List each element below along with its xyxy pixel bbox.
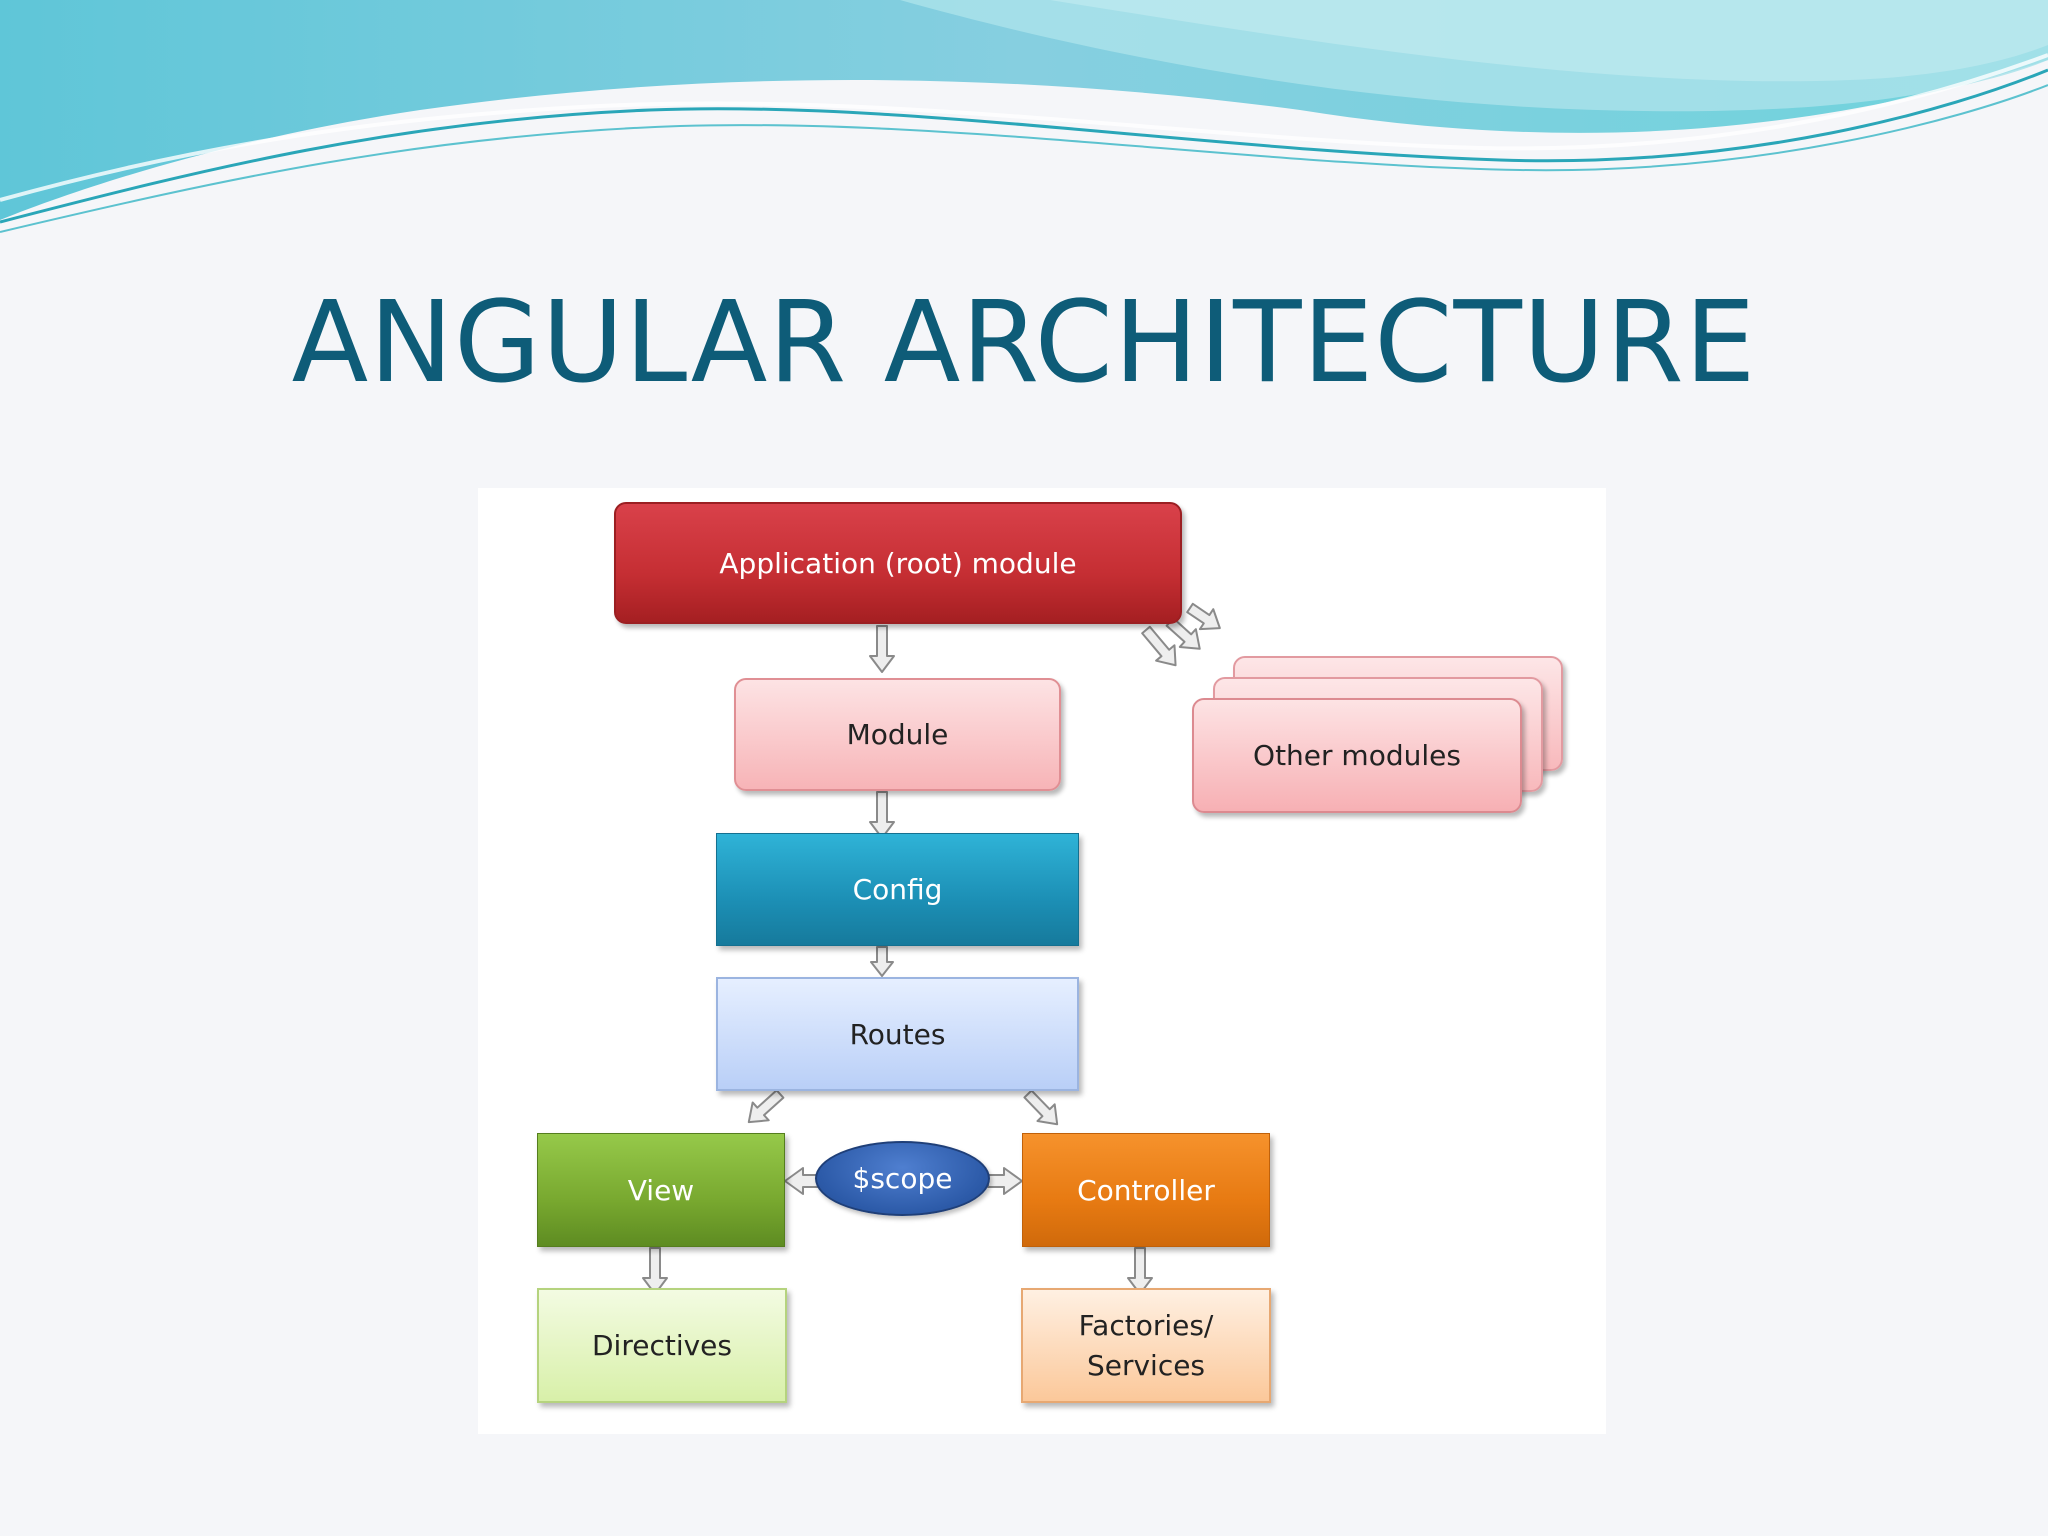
factories-services-box: Factories/ Services (1021, 1288, 1271, 1403)
header-wave-decoration (0, 0, 2048, 233)
view-box: View (537, 1133, 785, 1247)
diagram-panel (478, 488, 1606, 1434)
arrow-root-to-module (869, 625, 895, 673)
routes-box: Routes (716, 977, 1079, 1091)
scope-ellipse: $scope (815, 1141, 990, 1216)
module-box: Module (734, 678, 1061, 791)
config-label: Config (852, 873, 943, 906)
controller-box: Controller (1022, 1133, 1270, 1247)
view-label: View (627, 1173, 695, 1207)
controller-label: Controller (1077, 1173, 1215, 1207)
arrow-root-to-other-3 (1186, 602, 1221, 631)
arrow-routes-to-view (747, 1089, 785, 1124)
module-label: Module (846, 718, 949, 751)
arrow-module-to-config (869, 791, 895, 839)
directives-box: Directives (537, 1288, 787, 1403)
arrow-root-to-other-1 (1141, 625, 1177, 667)
slide-title: ANGULAR ARCHITECTURE (291, 278, 1757, 408)
arrow-scope-to-view (784, 1167, 819, 1195)
routes-label: Routes (849, 1017, 946, 1051)
arrow-scope-to-controller (987, 1167, 1023, 1195)
other-modules-label: Other modules (1253, 739, 1461, 772)
config-box: Config (716, 833, 1079, 946)
scope-label: $scope (852, 1162, 953, 1195)
directives-label: Directives (592, 1329, 732, 1362)
root-module-box: Application (root) module (614, 502, 1182, 624)
factories-services-label: Factories/ Services (1078, 1308, 1214, 1382)
arrow-routes-to-controller (1023, 1089, 1059, 1126)
arrow-config-to-routes (870, 946, 894, 977)
other-modules-box: Other modules (1192, 698, 1522, 813)
root-module-label: Application (root) module (719, 546, 1077, 580)
